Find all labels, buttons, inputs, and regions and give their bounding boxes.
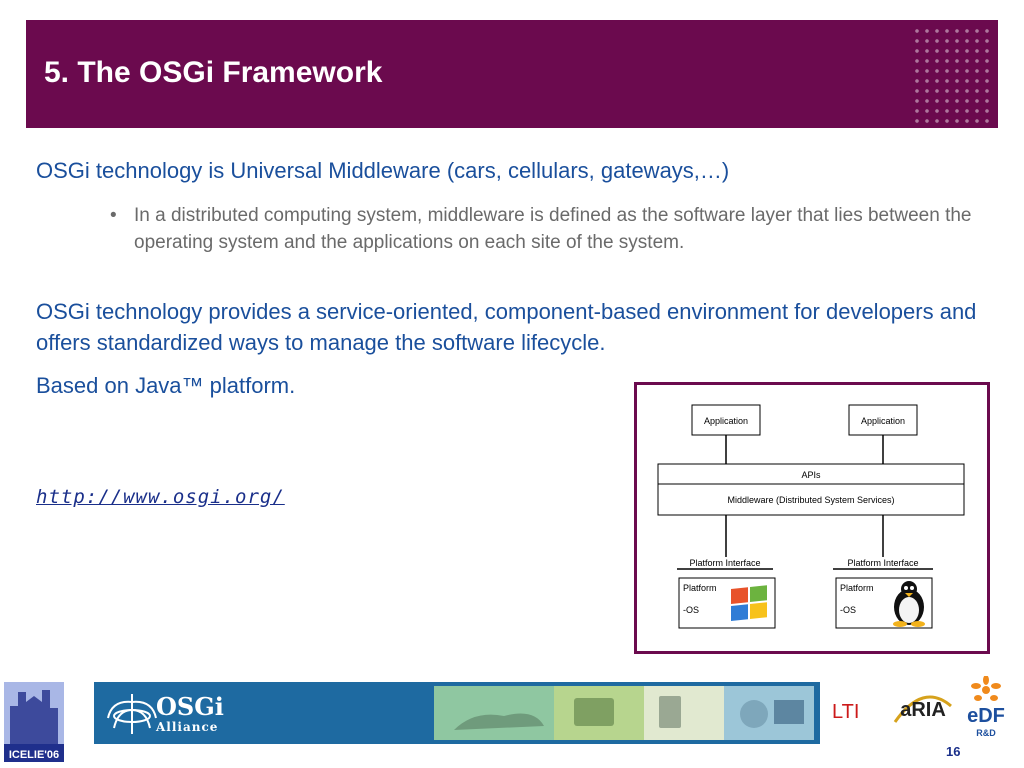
icelie-logo-icon: ICELIE'06 xyxy=(4,682,64,762)
application-box-right xyxy=(848,404,918,436)
platform-interface-label-right: Platform Interface xyxy=(847,558,918,568)
icelie-logo-text: ICELIE'06 xyxy=(9,749,59,761)
windows-logo-icon xyxy=(731,585,767,621)
aria-logo-text: aRIA xyxy=(900,699,946,721)
edf-logo: eDF R&D xyxy=(960,675,1012,746)
page-number: 16 xyxy=(946,744,961,759)
os-label-left: -OS xyxy=(683,605,699,615)
apis-label: APIs xyxy=(801,470,821,480)
platform-interface-label-left: Platform Interface xyxy=(689,558,760,568)
osgi-architecture-diagram: Application Application APIs Middleware … xyxy=(634,382,990,654)
middleware-label: Middleware (Distributed System Services) xyxy=(727,495,894,505)
platform-label-left: Platform xyxy=(683,583,717,593)
application-label-left: Application xyxy=(704,416,748,426)
aria-logo: aRIA xyxy=(893,686,953,730)
alliance-logo-text: Alliance xyxy=(156,720,219,734)
paragraph-middleware: OSGi technology is Universal Middleware … xyxy=(36,158,730,183)
icelie-logo: ICELIE'06 xyxy=(4,682,64,762)
linux-penguin-icon xyxy=(893,581,925,627)
slide-title: 5. The OSGi Framework xyxy=(44,56,383,89)
osgi-emblem-icon xyxy=(107,694,157,734)
middleware-box xyxy=(657,483,965,516)
edf-logo-text: eDF xyxy=(967,705,1005,727)
paragraph-service-oriented: OSGi technology provides a service-orien… xyxy=(36,299,977,355)
title-bar: 5. The OSGi Framework xyxy=(26,20,998,128)
bullet-mark: • xyxy=(110,205,117,226)
bullet-middleware-definition: • In a distributed computing system, mid… xyxy=(110,202,980,256)
os-label-right: -OS xyxy=(840,605,856,615)
osgi-alliance-banner: OSGi Alliance xyxy=(94,682,820,744)
aria-logo-icon: aRIA xyxy=(893,695,952,723)
osgi-logo-text: OSGi xyxy=(156,692,224,721)
edf-sub-text: R&D xyxy=(976,728,996,738)
dot-pattern-decoration xyxy=(912,26,992,126)
paragraph-java: Based on Java™ platform. xyxy=(36,373,296,398)
platform-label-right: Platform xyxy=(840,583,874,593)
devices-collage-image xyxy=(434,686,814,740)
lti-logo: LTI xyxy=(832,701,860,723)
application-box-left xyxy=(691,404,761,436)
osgi-website-link[interactable]: http://www.osgi.org/ xyxy=(36,486,285,508)
edf-logo-icon: eDF R&D xyxy=(967,675,1005,738)
application-label-right: Application xyxy=(861,416,905,426)
bullet-text: In a distributed computing system, middl… xyxy=(134,205,972,253)
osgi-alliance-logo xyxy=(102,688,242,738)
diagram-svg: Application Application APIs Middleware … xyxy=(657,404,965,629)
